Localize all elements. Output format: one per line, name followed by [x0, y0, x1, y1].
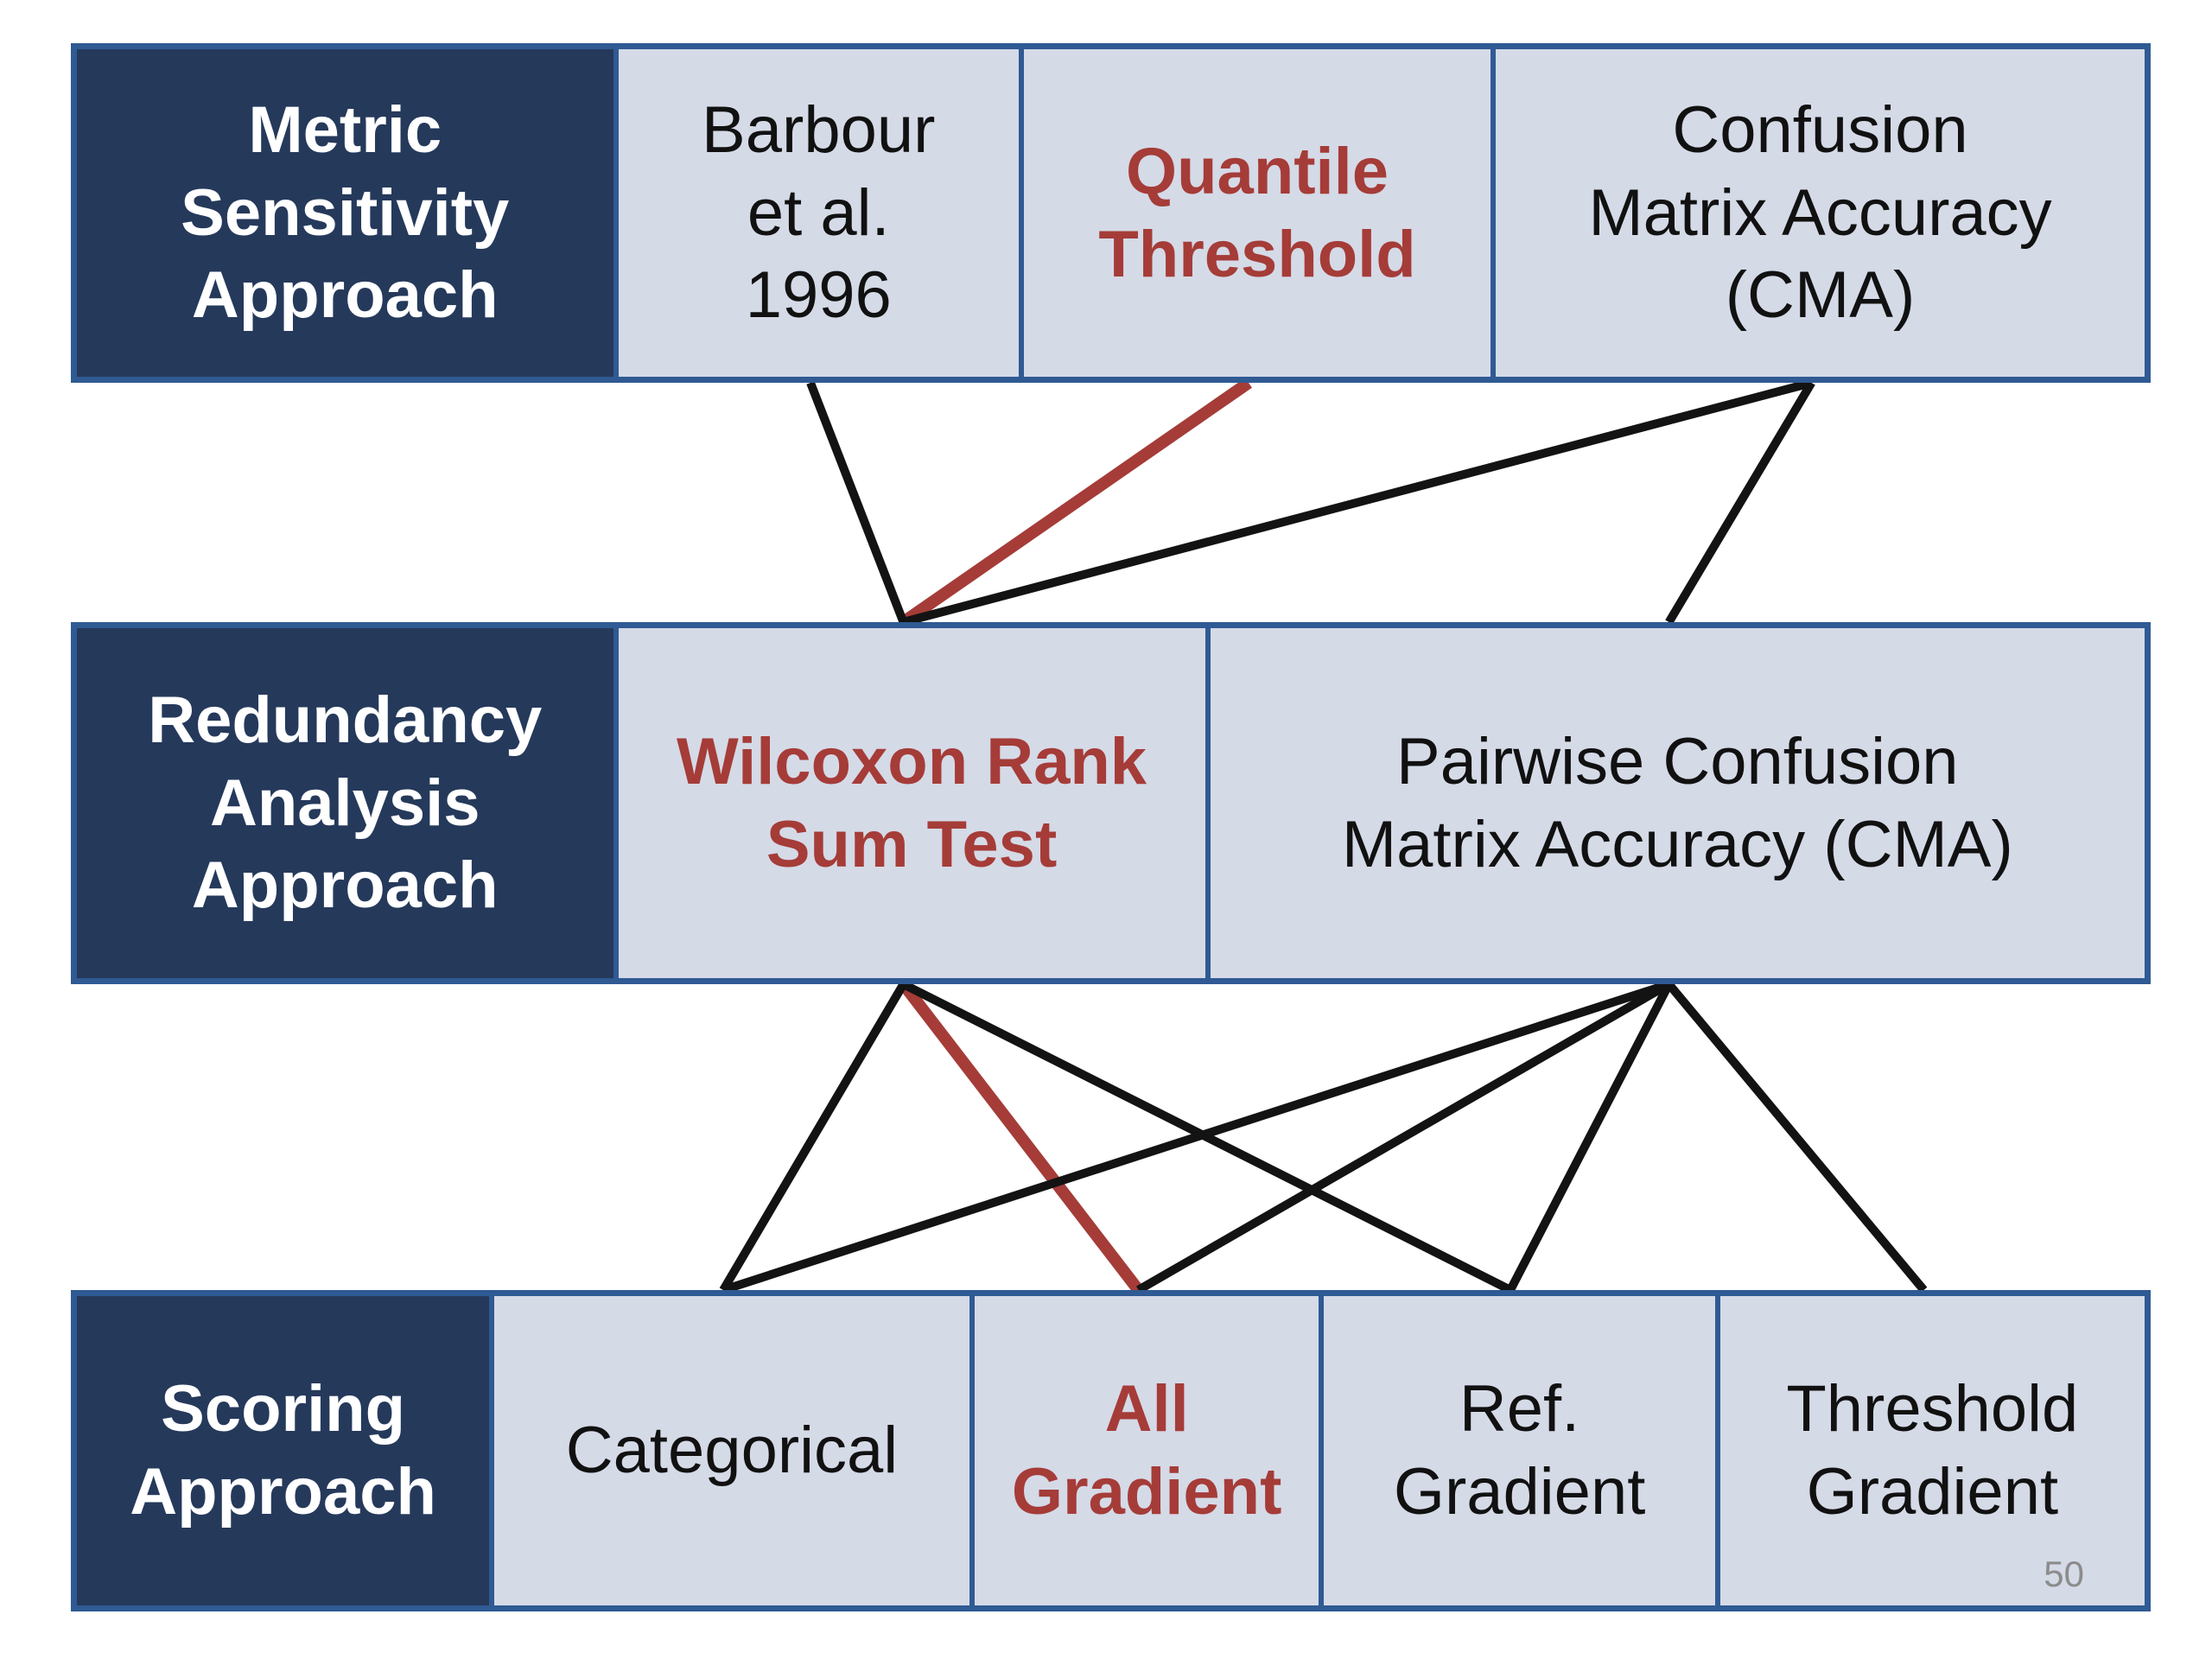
- connector-quantile-wilcoxon: [899, 378, 1252, 627]
- connector-wilcoxon-all_gradient: [898, 980, 1144, 1294]
- connector-cma-pairwise: [1665, 380, 1815, 625]
- metric-sensitivity-row: Metric Sensitivity Approach Barbour et a…: [71, 43, 2151, 383]
- connector-pairwise-categorical: [721, 980, 1671, 1294]
- cell-confusion-matrix-accuracy: Confusion Matrix Accuracy (CMA): [1491, 49, 2145, 377]
- metric-sensitivity-header: Metric Sensitivity Approach: [77, 49, 613, 377]
- cell-pairwise-confusion-matrix-accuracy: Pairwise Confusion Matrix Accuracy (CMA): [1205, 628, 2145, 978]
- connector-wilcoxon-categorical: [719, 982, 907, 1293]
- slide-page-number: 50: [2044, 1554, 2084, 1594]
- cell-threshold-gradient: Threshold Gradient: [1714, 1296, 2145, 1605]
- cell-categorical: Categorical: [489, 1296, 969, 1605]
- cell-barbour-et-al-1996: Barbour et al. 1996: [613, 49, 1020, 377]
- connector-cma-wilcoxon: [902, 378, 1813, 626]
- cell-all-gradient: All Gradient: [969, 1296, 1319, 1605]
- connector-pairwise-ref_gradient: [1506, 982, 1673, 1293]
- connector-barbour-wilcoxon: [806, 381, 908, 624]
- connector-pairwise-all_gradient: [1136, 980, 1671, 1294]
- scoring-approach-header: Scoring Approach: [77, 1296, 490, 1605]
- cell-quantile-threshold: Quantile Threshold: [1019, 49, 1491, 377]
- connector-pairwise-threshold_gradient: [1665, 981, 1928, 1294]
- redundancy-analysis-header: Redundancy Analysis Approach: [77, 628, 613, 978]
- redundancy-analysis-row: Redundancy Analysis Approach Wilcoxon Ra…: [71, 622, 2151, 984]
- cell-ref-gradient: Ref. Gradient: [1319, 1296, 1714, 1605]
- cell-wilcoxon-rank-sum-test: Wilcoxon Rank Sum Test: [613, 628, 1205, 978]
- scoring-approach-row: Scoring Approach Categorical All Gradien…: [71, 1290, 2151, 1611]
